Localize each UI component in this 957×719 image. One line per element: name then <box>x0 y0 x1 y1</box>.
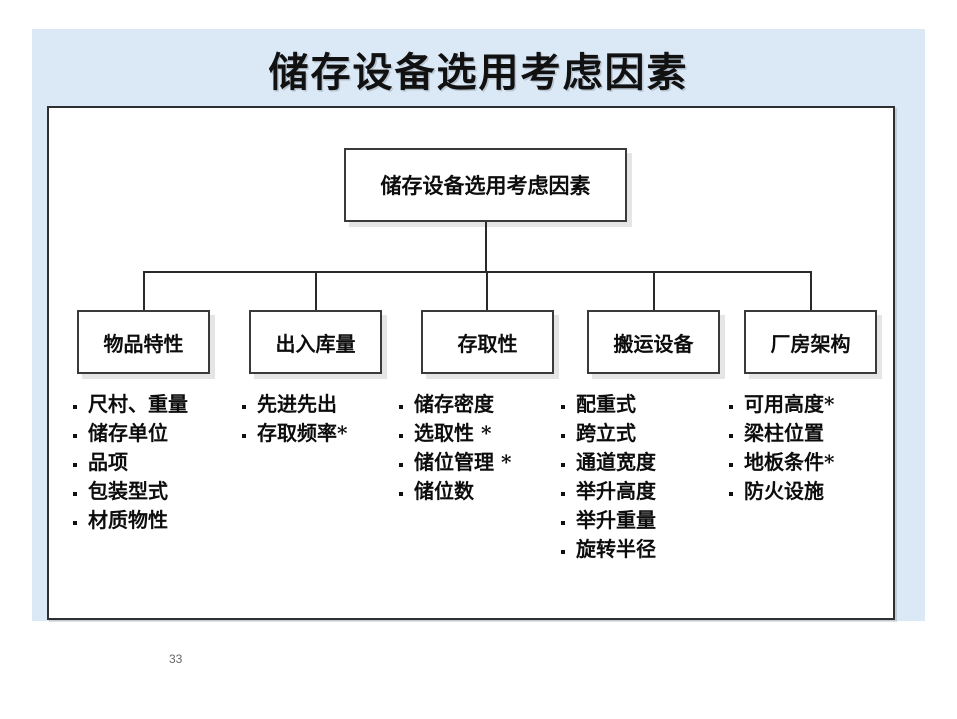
bullet-icon <box>561 521 565 525</box>
list-item-label: 品项 <box>88 450 128 474</box>
list-item: 可用高度* <box>729 390 834 419</box>
list-item-label: 跨立式 <box>576 421 636 445</box>
list-item-label: 通道宽度 <box>576 450 656 474</box>
list-item: 尺村、重量 <box>73 390 188 419</box>
item-list-wupintexing: 尺村、重量 储存单位 品项 包装型式 材质物性 <box>73 390 188 535</box>
list-item-label: 存取频率* <box>257 421 348 445</box>
bullet-icon <box>729 405 733 409</box>
list-item-label: 储存密度 <box>414 392 494 416</box>
bullet-icon <box>729 492 733 496</box>
branch-node-banyunshebei: 搬运设备 <box>587 310 720 374</box>
list-item: 选取性 * <box>399 419 511 448</box>
bullet-icon <box>729 463 733 467</box>
list-item: 品项 <box>73 448 188 477</box>
list-item: 配重式 <box>561 390 656 419</box>
bullet-icon <box>242 434 246 438</box>
list-item-label: 选取性 * <box>414 421 492 445</box>
list-item: 存取频率* <box>242 419 347 448</box>
item-list-cunquxing: 储存密度 选取性 * 储位管理 * 储位数 <box>399 390 511 506</box>
list-item-label: 材质物性 <box>88 508 168 532</box>
bullet-icon <box>399 405 403 409</box>
bullet-icon <box>561 434 565 438</box>
list-item: 地板条件* <box>729 448 834 477</box>
connector-bus-horizontal <box>143 271 811 273</box>
page-number: 33 <box>169 652 183 666</box>
bullet-icon <box>561 492 565 496</box>
connector-branch-2 <box>315 271 317 311</box>
bullet-icon <box>399 492 403 496</box>
bullet-icon <box>73 521 77 525</box>
bullet-icon <box>729 434 733 438</box>
item-list-banyunshebei: 配重式 跨立式 通道宽度 举升高度 举升重量 旋转半径 <box>561 390 656 564</box>
list-item-label: 地板条件* <box>744 450 835 474</box>
list-item-label: 储位数 <box>414 479 474 503</box>
connector-branch-4 <box>653 271 655 311</box>
list-item-label: 储位管理 * <box>414 450 512 474</box>
list-item: 储位管理 * <box>399 448 511 477</box>
list-item: 材质物性 <box>73 506 188 535</box>
list-item-label: 可用高度* <box>744 392 835 416</box>
bullet-icon <box>561 463 565 467</box>
list-item-label: 防火设施 <box>744 479 824 503</box>
org-chart: 储存设备选用考虑因素 物品特性 出入库量 存取性 搬运设备 厂房架构 尺村、重量… <box>49 108 897 622</box>
page-title: 储存设备选用考虑因素 <box>268 49 689 96</box>
bullet-icon <box>73 492 77 496</box>
list-item: 储存密度 <box>399 390 511 419</box>
root-node: 储存设备选用考虑因素 <box>344 148 627 222</box>
bullet-icon <box>399 434 403 438</box>
list-item-label: 配重式 <box>576 392 636 416</box>
list-item: 旋转半径 <box>561 535 656 564</box>
list-item-label: 举升高度 <box>576 479 656 503</box>
connector-branch-5 <box>810 271 812 311</box>
list-item-label: 举升重量 <box>576 508 656 532</box>
list-item-label: 梁柱位置 <box>744 421 824 445</box>
list-item: 储存单位 <box>73 419 188 448</box>
list-item: 包装型式 <box>73 477 188 506</box>
list-item: 举升重量 <box>561 506 656 535</box>
list-item: 梁柱位置 <box>729 419 834 448</box>
branch-item-lists: 尺村、重量 储存单位 品项 包装型式 材质物性 先进先出 存取频率* <box>49 390 897 620</box>
item-list-churukuliang: 先进先出 存取频率* <box>242 390 347 448</box>
bullet-icon <box>399 463 403 467</box>
list-item-label: 包装型式 <box>88 479 168 503</box>
list-item: 先进先出 <box>242 390 347 419</box>
list-item: 通道宽度 <box>561 448 656 477</box>
branch-node-churukuliang: 出入库量 <box>249 310 382 374</box>
bullet-icon <box>73 434 77 438</box>
list-item: 储位数 <box>399 477 511 506</box>
bullet-icon <box>73 463 77 467</box>
list-item: 防火设施 <box>729 477 834 506</box>
connector-root-vertical <box>485 222 487 272</box>
bullet-icon <box>561 405 565 409</box>
connector-branch-3 <box>486 271 488 311</box>
bullet-icon <box>561 550 565 554</box>
branch-node-wupintexing: 物品特性 <box>77 310 210 374</box>
list-item-label: 尺村、重量 <box>88 392 188 416</box>
list-item-label: 旋转半径 <box>576 537 656 561</box>
content-panel: 储存设备选用考虑因素 物品特性 出入库量 存取性 搬运设备 厂房架构 尺村、重量… <box>47 106 895 620</box>
list-item: 举升高度 <box>561 477 656 506</box>
branch-node-changfangjiagou: 厂房架构 <box>744 310 877 374</box>
item-list-changfangjiagou: 可用高度* 梁柱位置 地板条件* 防火设施 <box>729 390 834 506</box>
bullet-icon <box>73 405 77 409</box>
bullet-icon <box>242 405 246 409</box>
branch-node-cunquxing: 存取性 <box>421 310 554 374</box>
list-item-label: 先进先出 <box>257 392 337 416</box>
connector-branch-1 <box>143 271 145 311</box>
list-item-label: 储存单位 <box>88 421 168 445</box>
list-item: 跨立式 <box>561 419 656 448</box>
